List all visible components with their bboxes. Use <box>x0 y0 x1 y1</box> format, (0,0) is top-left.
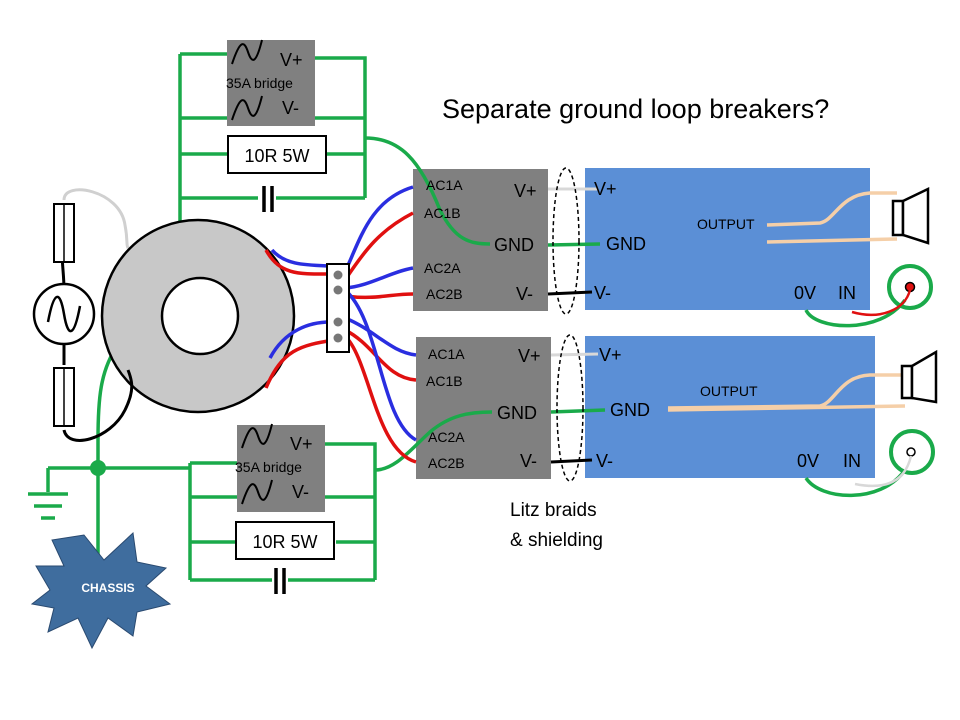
diagram-title: Separate ground loop breakers? <box>442 94 829 124</box>
resistor-1-label: 10R 5W <box>244 146 309 166</box>
resistor-2 <box>235 521 335 560</box>
supply-2-ac1b: AC1B <box>426 373 463 389</box>
ac-source-icon <box>32 282 96 346</box>
amp-2-vplus: V+ <box>599 345 622 365</box>
supply-box-2 <box>416 337 551 479</box>
terminal-block <box>326 263 350 353</box>
amp-2-vminus: V- <box>596 451 613 471</box>
supply-1-ac2b: AC2B <box>426 286 463 302</box>
sine-icon <box>241 479 273 505</box>
chassis-star-icon <box>30 531 172 650</box>
amp-1-output: OUTPUT <box>697 216 755 232</box>
capacitor-icon <box>262 186 274 212</box>
supply-1-ac2a: AC2A <box>424 260 461 276</box>
supply-2-gnd: GND <box>497 403 537 423</box>
speaker-icon <box>891 187 930 245</box>
shield-ellipse-2 <box>556 334 584 482</box>
amp-2-output: OUTPUT <box>700 383 758 399</box>
supply-2-vminus: V- <box>520 451 537 471</box>
bridge-1-vplus: V+ <box>280 50 303 70</box>
secondary-wiring <box>264 185 417 464</box>
supply-1-gnd: GND <box>494 235 534 255</box>
rca-input-icon <box>851 281 916 317</box>
amp-2-gnd: GND <box>610 400 650 420</box>
amp-1-in: IN <box>838 283 856 303</box>
bridge-2-vplus: V+ <box>290 434 313 454</box>
ground-node <box>90 460 106 476</box>
speaker-wires <box>667 191 906 412</box>
ground-icon <box>28 492 68 520</box>
bridge-2-vminus: V- <box>292 482 309 502</box>
shield-ellipse-1 <box>552 167 580 315</box>
supply-2-vplus: V+ <box>518 346 541 366</box>
supply-1-vplus: V+ <box>514 181 537 201</box>
note-line-2: & shielding <box>510 530 603 551</box>
supply-box-1 <box>413 169 548 311</box>
speaker-icon <box>900 349 938 404</box>
supply-2-ac1a: AC1A <box>428 346 465 362</box>
supply-2-ac2a: AC2A <box>428 429 465 445</box>
sine-icon <box>231 95 263 121</box>
bridge-box-2 <box>237 425 325 512</box>
amp-1-gnd: GND <box>606 234 646 254</box>
sine-icon <box>241 423 273 449</box>
bridge-2-label: 35A bridge <box>235 459 302 475</box>
amp-2-in: IN <box>843 451 861 471</box>
chassis-label: CHASSIS <box>81 581 134 595</box>
amp-1-0v: 0V <box>794 283 816 303</box>
amp-1-vminus: V- <box>594 283 611 303</box>
bridge-1-vminus: V- <box>282 98 299 118</box>
rca-input-icon <box>854 429 935 488</box>
bridge-1-label: 35A bridge <box>226 75 293 91</box>
supply-1-ac1b: AC1B <box>424 205 461 221</box>
note-line-1: Litz braids <box>510 500 597 521</box>
resistor-1 <box>227 135 327 174</box>
amp-1-vplus: V+ <box>594 179 617 199</box>
capacitor-icon <box>274 568 286 594</box>
resistor-2-label: 10R 5W <box>252 532 317 552</box>
toroidal-transformer-icon <box>100 218 296 414</box>
supply-1-vminus: V- <box>516 284 533 304</box>
amp-2-0v: 0V <box>797 451 819 471</box>
sine-icon <box>231 39 263 65</box>
supply-1-ac1a: AC1A <box>426 177 463 193</box>
bridge-box-1 <box>227 40 315 126</box>
supply-2-ac2b: AC2B <box>428 455 465 471</box>
gray-primary-wire <box>62 188 130 249</box>
